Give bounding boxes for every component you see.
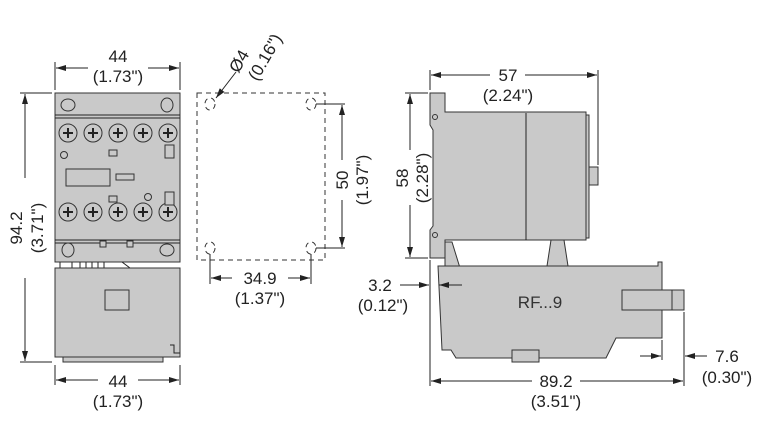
horizontal-spacing-value: 34.9 [243,269,276,288]
total-depth-value: 89.2 [539,372,572,391]
front-width-bottom-inch: (1.73") [93,392,143,411]
screw-slot-icon [88,207,98,217]
side-view: RF...9 57 (2.24") 58 (2.28") 3.2 (0.12")… [358,66,752,411]
relay-slider [621,289,673,311]
offset-left-value: 3.2 [368,276,392,295]
front-width-top-inch: (1.73") [93,67,143,86]
front-width-bottom-value: 44 [109,372,128,391]
front-view: 44 (1.73") 94.2 (3.71") 44 (1.73") [7,47,181,411]
screw-slot-icon [63,207,73,217]
offset-left-inch: (0.12") [358,296,408,315]
din-clip-and-body [429,92,587,259]
mounting-pattern: Ø4 (0.16") 50 (1.97") 34.9 (1.37") [196,31,372,308]
offset-right-value: 7.6 [715,347,739,366]
front-width-top-value: 44 [109,47,128,66]
vertical-spacing-value: 50 [333,171,352,190]
auxiliary-module-front [54,267,181,358]
front-height-inch: (3.71") [28,203,47,253]
screw-slot-icon [113,207,123,217]
screw-slot-icon [113,128,123,138]
side-height-inch: (2.28") [413,153,432,203]
screw-slot-icon [138,128,148,138]
label-window [65,168,111,187]
total-depth-inch: (3.51") [531,392,581,411]
screw-slot-icon [88,128,98,138]
screw-slot-icon [63,128,73,138]
screw-slot-icon [163,128,173,138]
side-depth-inch: (2.24") [483,86,533,105]
screw-slot-icon [163,207,173,217]
side-depth-value: 57 [499,66,518,85]
relay-label: RF...9 [518,293,562,312]
thermal-relay-body [437,261,663,359]
horizontal-spacing-inch: (1.37") [235,289,285,308]
front-height-value: 94.2 [7,211,26,244]
offset-right-inch: (0.30") [702,368,752,387]
module-window [104,289,130,311]
vertical-spacing-inch: (1.97") [353,155,372,205]
screw-slot-icon [138,207,148,217]
terminal-screws [58,123,178,222]
side-height-value: 58 [393,169,412,188]
side-bump [588,166,599,186]
mounting-outline [196,92,326,261]
mounting-slots [60,97,175,258]
